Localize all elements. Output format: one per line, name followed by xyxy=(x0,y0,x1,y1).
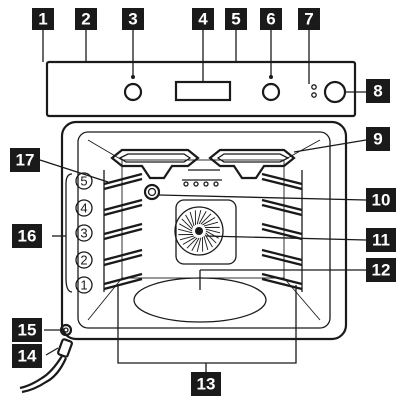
shelf-rail xyxy=(261,248,303,262)
left-shelf-support xyxy=(103,170,143,292)
fan-blade xyxy=(177,228,193,234)
shelf-number-2: 2 xyxy=(80,253,87,268)
callout-1: 1 xyxy=(32,8,54,30)
temperature-knob xyxy=(323,80,347,104)
svg-text:15: 15 xyxy=(18,321,37,340)
fan-blade xyxy=(200,213,212,225)
callout-12: 12 xyxy=(366,258,396,282)
callout-9: 9 xyxy=(366,127,390,151)
svg-text:4: 4 xyxy=(198,10,208,29)
cable-plug xyxy=(19,338,73,394)
right-shelf-support xyxy=(261,170,303,292)
fan-blade xyxy=(191,237,200,251)
shelf-rail xyxy=(261,172,303,186)
left-knob xyxy=(123,82,143,102)
fan-blade xyxy=(182,236,196,245)
shelf-number-4: 4 xyxy=(80,201,87,216)
shelf-rail xyxy=(103,253,143,267)
shelf-rail xyxy=(103,227,143,241)
shelf-rail xyxy=(261,177,303,191)
cavity-back-wall xyxy=(121,159,285,279)
fan-blade xyxy=(203,235,209,251)
fan-blade xyxy=(202,217,216,226)
shelf-rail xyxy=(261,272,303,286)
shelf-rail xyxy=(103,177,143,191)
display-window xyxy=(174,80,232,102)
shelf-number-1: 1 xyxy=(80,278,87,293)
fan-blade xyxy=(196,209,202,225)
shelf-rail xyxy=(261,203,303,217)
callout-7: 7 xyxy=(298,8,320,30)
svg-text:6: 6 xyxy=(266,10,275,29)
svg-text:13: 13 xyxy=(197,375,216,394)
callout-6: 6 xyxy=(260,8,282,30)
top-heating-element xyxy=(110,148,296,187)
callout-8: 8 xyxy=(366,79,390,103)
svg-text:2: 2 xyxy=(81,10,90,29)
callout-11: 11 xyxy=(366,228,396,252)
shelf-rail xyxy=(261,222,303,236)
shelf-number-3: 3 xyxy=(80,226,87,241)
svg-text:9: 9 xyxy=(373,130,382,149)
svg-text:1: 1 xyxy=(38,10,47,29)
callout-16: 16 xyxy=(12,224,42,248)
power-lamp-lower xyxy=(311,92,317,98)
shelf-rail xyxy=(261,198,303,212)
svg-text:7: 7 xyxy=(304,10,313,29)
fan-blade xyxy=(198,211,207,225)
callout-17: 17 xyxy=(10,148,40,172)
svg-text:17: 17 xyxy=(16,151,35,170)
shelf-rail xyxy=(103,277,143,291)
fan-blade xyxy=(205,228,221,234)
oven-lamp xyxy=(143,183,161,201)
fan-blade xyxy=(205,230,219,239)
shelf-rail xyxy=(261,253,303,267)
callout-15: 15 xyxy=(12,318,42,342)
fan-blade xyxy=(205,232,217,244)
right-knob-indicator xyxy=(269,75,273,79)
fan-blade xyxy=(179,235,195,241)
fan-blade xyxy=(196,237,202,253)
leader-lines xyxy=(39,28,367,372)
svg-text:11: 11 xyxy=(372,231,390,250)
power-lamp-upper xyxy=(311,84,317,90)
svg-text:8: 8 xyxy=(373,82,382,101)
shelf-position-labels: 5 4 3 2 1 xyxy=(65,172,93,294)
svg-text:3: 3 xyxy=(128,10,137,29)
fan-blade xyxy=(179,223,193,232)
fan-blade xyxy=(203,221,219,227)
fan-blade xyxy=(185,214,194,228)
shelf-rail xyxy=(261,227,303,241)
callout-4: 4 xyxy=(192,8,214,30)
fan-cover xyxy=(174,199,237,265)
callout-2: 2 xyxy=(75,8,97,30)
fan-blade xyxy=(186,237,198,249)
left-knob-indicator xyxy=(131,75,135,79)
shelf-rail xyxy=(103,172,143,186)
fan-blade xyxy=(181,218,193,230)
shelf-number-5: 5 xyxy=(80,174,87,189)
svg-text:14: 14 xyxy=(18,347,37,366)
callout-14: 14 xyxy=(12,344,42,368)
svg-text:12: 12 xyxy=(372,261,391,280)
shelf-rail xyxy=(261,277,303,291)
svg-text:10: 10 xyxy=(372,191,391,210)
right-knob xyxy=(261,82,281,102)
callout-5: 5 xyxy=(225,8,247,30)
shelf-rail xyxy=(103,222,143,236)
shelf-rail xyxy=(103,248,143,262)
callout-10: 10 xyxy=(366,188,396,212)
svg-text:5: 5 xyxy=(231,10,240,29)
fan-blade xyxy=(189,211,195,227)
shelf-rail xyxy=(103,198,143,212)
shelf-rail xyxy=(103,203,143,217)
callout-3: 3 xyxy=(122,8,144,30)
callout-13: 13 xyxy=(191,372,221,396)
svg-text:16: 16 xyxy=(18,227,37,246)
shelf-rail xyxy=(103,272,143,286)
